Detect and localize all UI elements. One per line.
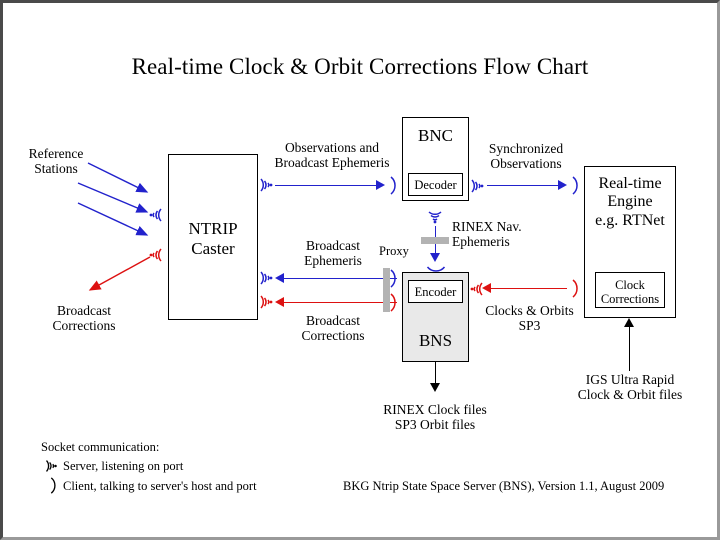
arrowhead-bns-to-caster-ephemeris: [275, 273, 284, 283]
server-icon-bnc-bottom: [425, 209, 445, 230]
arrow-reference-station-3: [77, 202, 149, 236]
server-icon-caster-left-blue: [148, 205, 164, 230]
label-synchronized-observations: Synchronized Observations: [488, 141, 564, 172]
edge-bns-to-caster-corrections: [284, 302, 397, 303]
node-clock-corrections-label: Clock Corrections: [600, 278, 660, 307]
client-icon-bns-output-red: [389, 293, 399, 318]
client-icon-engine-input: [571, 176, 581, 201]
legend-client-label: Client, talking to server's host and por…: [63, 479, 257, 493]
edge-igs-to-engine: [629, 327, 630, 371]
edge-bns-to-caster-ephemeris: [284, 278, 397, 279]
node-bns-label: BNS: [418, 331, 453, 350]
arrowhead-bnc-to-bns: [430, 253, 440, 262]
label-broadcast-ephemeris: Broadcast Ephemeris: [304, 238, 362, 269]
page-title: Real-time Clock & Orbit Corrections Flow…: [131, 54, 589, 79]
node-ntrip-caster[interactable]: NTRIP Caster: [168, 154, 258, 320]
label-clocks-orbits-sp3: Clocks & Orbits SP3: [485, 303, 574, 334]
node-clock-corrections[interactable]: Clock Corrections: [595, 272, 665, 308]
client-icon-legend: [48, 477, 60, 500]
client-icon-bns-input: [426, 262, 446, 280]
client-icon-bns-output-blue: [389, 269, 399, 294]
server-icon-legend: [42, 457, 60, 480]
server-icon-bns-right-red: [469, 279, 485, 304]
node-decoder[interactable]: Decoder: [408, 173, 463, 196]
edge-bns-to-files: [435, 362, 436, 386]
client-icon-bnc-input: [389, 176, 399, 201]
label-reference-stations: Reference Stations: [28, 146, 84, 177]
label-proxy: Proxy: [379, 244, 409, 258]
arrow-broadcast-corrections-out: [88, 256, 151, 291]
edge-caster-to-bnc: [275, 185, 379, 186]
node-encoder[interactable]: Encoder: [408, 280, 463, 303]
server-icon-caster-right-top: [258, 175, 274, 200]
server-icon-caster-right-eph: [258, 268, 274, 293]
arrowhead-engine-to-bns: [482, 283, 491, 293]
footer-text: BKG Ntrip State Space Server (BNS), Vers…: [343, 479, 665, 493]
arrowhead-bns-to-caster-corrections: [275, 297, 284, 307]
arrowhead-bnc-to-engine: [558, 180, 567, 190]
arrowhead-igs-to-engine: [624, 318, 634, 327]
proxy-bar-horizontal: [383, 268, 390, 312]
edge-bnc-to-engine: [487, 185, 561, 186]
node-decoder-label: Decoder: [414, 178, 457, 192]
legend-heading: Socket communication:: [41, 440, 160, 454]
node-encoder-label: Encoder: [414, 285, 457, 299]
label-rinex-nav-ephemeris: RINEX Nav. Ephemeris: [452, 219, 522, 250]
label-observations-broadcast-ephemeris: Observations and Broadcast Ephemeris: [274, 140, 390, 171]
server-icon-bnc-right: [469, 176, 485, 201]
label-broadcast-corrections-in: Broadcast Corrections: [301, 313, 365, 344]
proxy-bar-vertical: [421, 237, 449, 244]
node-realtime-engine-label: Real-time Engine e.g. RTNet: [595, 175, 665, 229]
edge-engine-to-bns: [491, 288, 567, 289]
node-bnc-label: BNC: [418, 126, 453, 145]
label-rinex-clock-sp3-files: RINEX Clock files SP3 Orbit files: [383, 402, 487, 433]
node-ntrip-caster-label: NTRIP Caster: [188, 219, 238, 258]
arrowhead-bns-to-files: [430, 383, 440, 392]
edge-bnc-to-bns-lower: [435, 244, 436, 257]
server-icon-caster-right-corr: [258, 292, 274, 317]
arrow-reference-station-2: [77, 182, 149, 213]
client-icon-engine-output-red: [571, 279, 581, 304]
server-icon-caster-left-red: [148, 245, 164, 270]
label-broadcast-corrections-out: Broadcast Corrections: [52, 303, 116, 334]
arrowhead-caster-to-bnc: [376, 180, 385, 190]
legend-server-label: Server, listening on port: [63, 459, 184, 473]
label-igs-ultra-rapid: IGS Ultra Rapid Clock & Orbit files: [577, 372, 683, 403]
